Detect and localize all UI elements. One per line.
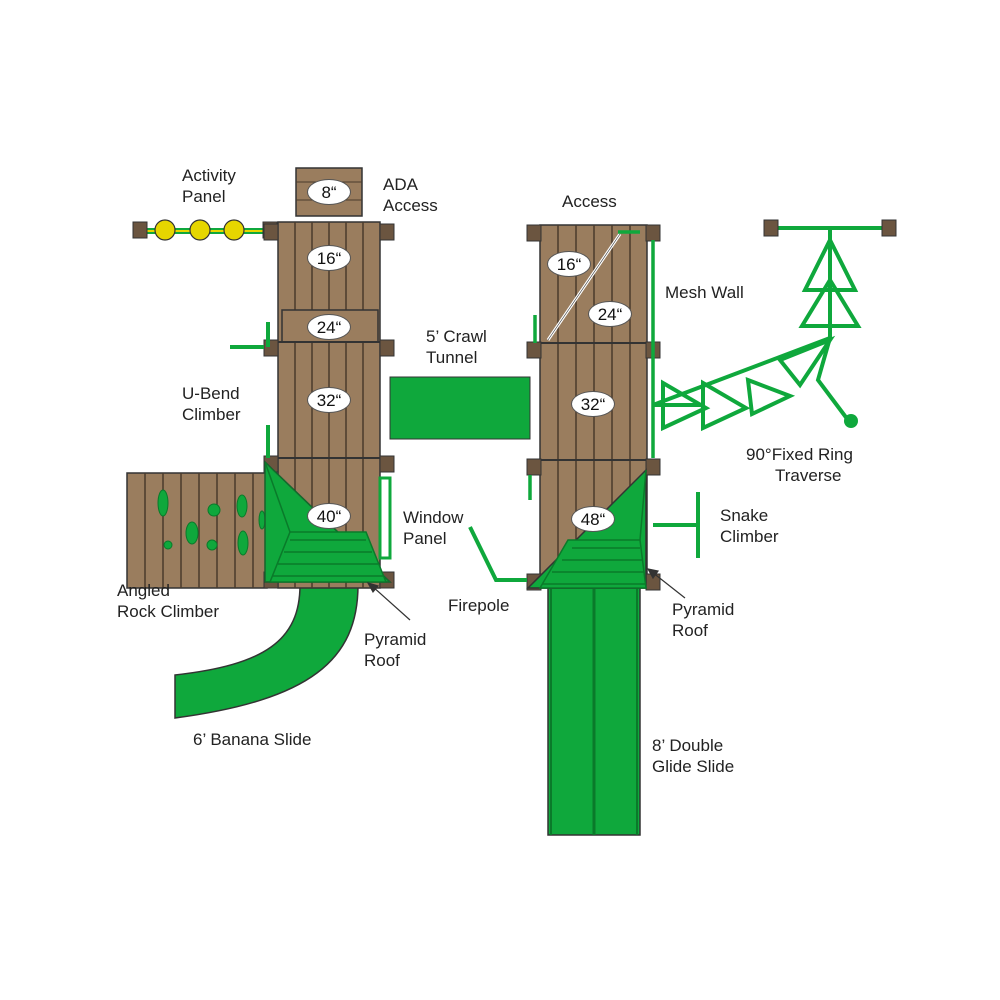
window-panel: [378, 476, 392, 560]
height-badge-left-40: 40“: [307, 503, 351, 529]
height-badge-left-16: 16“: [307, 245, 351, 271]
banana-slide: [174, 584, 359, 719]
angled-rock-climber: [126, 472, 268, 589]
height-badge-left-32: 32“: [307, 387, 351, 413]
height-badge-right-24: 24“: [588, 301, 632, 327]
u-bend-climber: [230, 322, 270, 458]
ring-traverse-post-left: [763, 219, 779, 237]
ring-traverse-end: [844, 414, 858, 428]
firepole: [468, 526, 527, 582]
double-glide-slide: [547, 587, 641, 836]
snake-climber: [653, 492, 700, 558]
mesh-wall: [528, 230, 655, 500]
pointer-lines: [366, 568, 686, 621]
height-badge-right-16: 16“: [547, 251, 591, 277]
label-access: Access: [562, 192, 617, 211]
height-badge-ada: 8“: [307, 179, 351, 205]
ring-traverse-post-right: [881, 219, 897, 237]
crawl-tunnel: [389, 376, 531, 440]
label-banana-slide: 6’ Banana Slide: [193, 730, 312, 749]
ring-traverse: [652, 226, 888, 432]
label-firepole: Firepole: [448, 596, 510, 615]
height-badge-left-24: 24“: [307, 314, 351, 340]
height-badge-right-48: 48“: [571, 506, 615, 532]
label-mesh-wall: Mesh Wall: [665, 283, 744, 302]
height-badge-right-32: 32“: [571, 391, 615, 417]
